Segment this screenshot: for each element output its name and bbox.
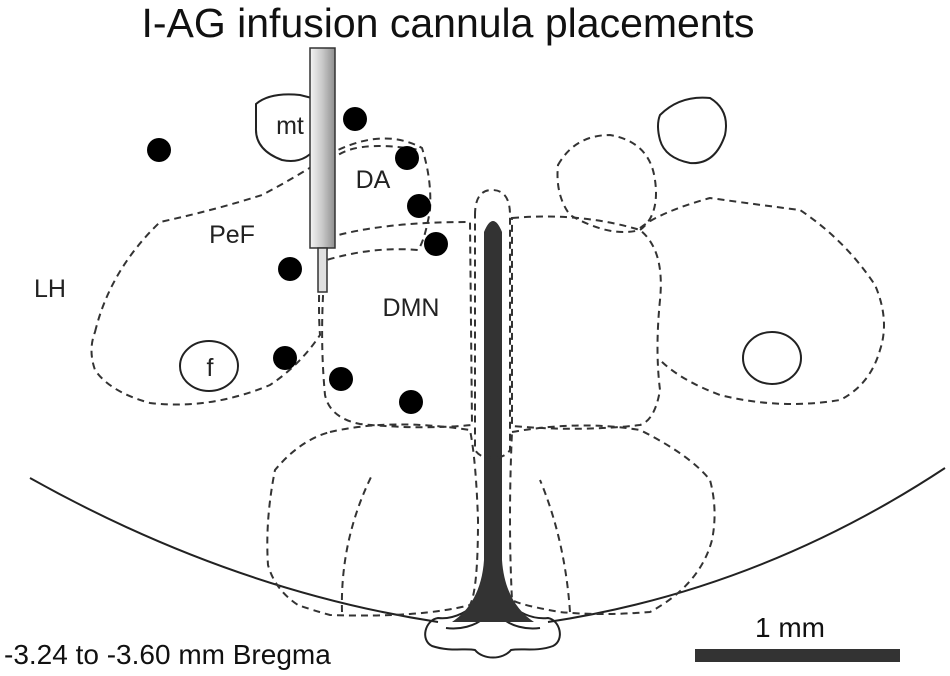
fornix-right — [742, 331, 802, 385]
arc-region-right — [539, 479, 571, 613]
mt-tract-right — [657, 96, 727, 165]
placement-dot — [329, 367, 353, 391]
vmh-region-right — [509, 424, 716, 615]
placement-dot — [407, 194, 431, 218]
infusion-cannula — [309, 47, 336, 293]
da-region-right — [556, 133, 657, 234]
brain-outline — [29, 467, 946, 623]
vmh-region-left — [266, 423, 480, 617]
label-lh: LH — [34, 275, 66, 303]
diagram-title: I-AG infusion cannula placements — [141, 0, 754, 46]
placement-dot — [395, 146, 419, 170]
lh-region-right — [639, 196, 885, 405]
label-pef: PeF — [209, 221, 255, 249]
scale-bar-label: 1 mm — [755, 612, 825, 643]
label-dmn: DMN — [383, 294, 440, 322]
placement-dot — [147, 138, 171, 162]
placement-dot — [424, 232, 448, 256]
ventricle-outline — [474, 188, 511, 460]
lh-region — [90, 137, 432, 406]
dmn-region-right — [511, 215, 662, 430]
fornix-left — [179, 340, 239, 392]
placement-dot — [399, 390, 423, 414]
arc-region-left — [340, 474, 373, 613]
ventricle-base — [424, 221, 561, 659]
placement-dot — [273, 346, 297, 370]
label-mt: mt — [276, 112, 304, 140]
bregma-label: -3.24 to -3.60 mm Bregma — [4, 639, 331, 670]
label-da: DA — [356, 166, 391, 194]
third-ventricle — [452, 221, 534, 622]
right-hemisphere — [509, 96, 885, 615]
placement-dot — [278, 257, 302, 281]
scale-bar — [695, 649, 900, 662]
label-f: f — [207, 354, 214, 382]
cannula-placement-dots — [147, 107, 448, 414]
dmn-region-left — [321, 220, 474, 429]
placement-dot — [343, 107, 367, 131]
